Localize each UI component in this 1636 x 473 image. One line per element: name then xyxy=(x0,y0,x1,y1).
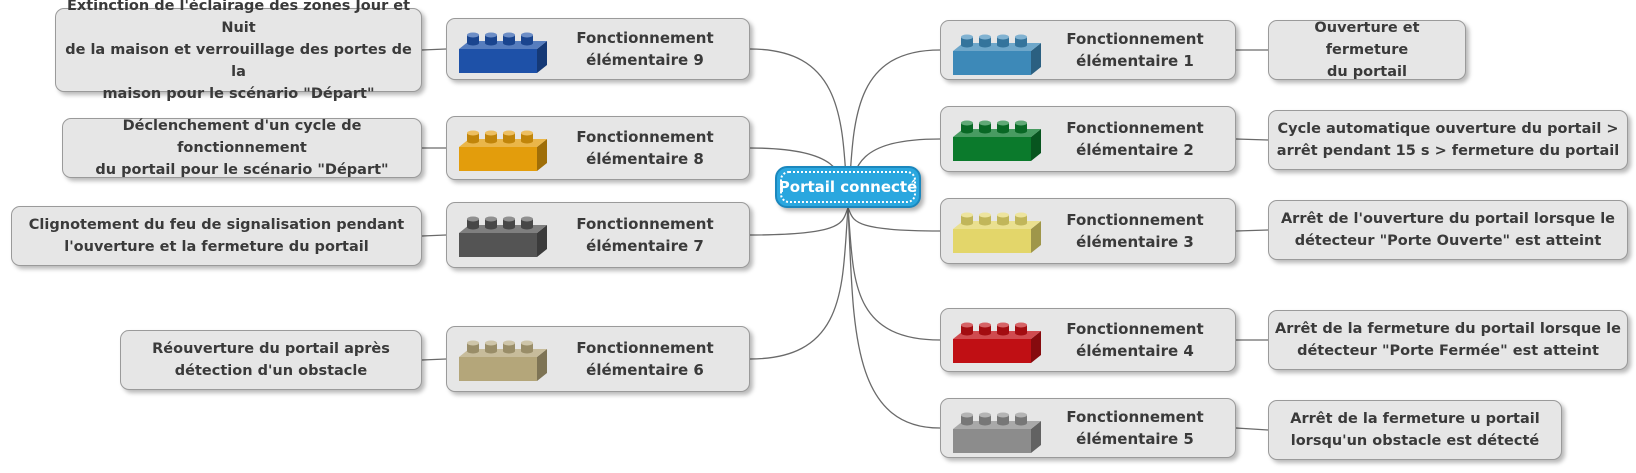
function-node-2[interactable]: Fonctionnement élémentaire 2 xyxy=(940,106,1236,172)
description-node-8[interactable]: Déclenchement d'un cycle de fonctionneme… xyxy=(62,118,422,178)
central-topic-node[interactable]: Portail connecté xyxy=(775,166,921,208)
connector xyxy=(749,207,849,236)
connector xyxy=(421,48,447,51)
lego-brick-icon xyxy=(953,34,1041,75)
connector xyxy=(749,207,849,360)
lego-brick-icon xyxy=(953,120,1041,161)
function-node-9[interactable]: Fonctionnement élémentaire 9 xyxy=(446,18,750,80)
connector xyxy=(847,207,941,429)
connector xyxy=(421,358,447,361)
function-label: Fonctionnement élémentaire 8 xyxy=(576,128,714,168)
connector xyxy=(421,234,447,237)
description-node-3[interactable]: Arrêt de l'ouverture du portail lorsque … xyxy=(1268,200,1628,260)
description-node-6[interactable]: Réouverture du portail après détection d… xyxy=(120,330,422,390)
function-label: Fonctionnement élémentaire 3 xyxy=(1066,211,1204,251)
description-node-4[interactable]: Arrêt de la fermeture du portail lorsque… xyxy=(1268,310,1628,370)
function-label: Fonctionnement élémentaire 6 xyxy=(576,339,714,379)
function-node-7[interactable]: Fonctionnement élémentaire 7 xyxy=(446,202,750,268)
function-node-8[interactable]: Fonctionnement élémentaire 8 xyxy=(446,116,750,180)
description-node-7[interactable]: Clignotement du feu de signalisation pen… xyxy=(11,206,422,266)
lego-brick-icon xyxy=(459,32,547,73)
lego-brick-icon xyxy=(953,322,1041,363)
description-node-5[interactable]: Arrêt de la fermeture u portail lorsqu'u… xyxy=(1268,400,1562,460)
description-node-2[interactable]: Cycle automatique ouverture du portail >… xyxy=(1268,110,1628,170)
function-label: Fonctionnement élémentaire 2 xyxy=(1066,119,1204,159)
function-label: Fonctionnement élémentaire 4 xyxy=(1066,320,1204,360)
function-node-5[interactable]: Fonctionnement élémentaire 5 xyxy=(940,398,1236,458)
connector xyxy=(847,207,941,341)
lego-brick-icon xyxy=(459,216,547,257)
function-label: Fonctionnement élémentaire 1 xyxy=(1066,30,1204,70)
connector xyxy=(1235,427,1269,431)
function-label: Fonctionnement élémentaire 9 xyxy=(576,29,714,69)
lego-brick-icon xyxy=(459,130,547,171)
connector xyxy=(847,207,941,232)
function-node-1[interactable]: Fonctionnement élémentaire 1 xyxy=(940,20,1236,80)
function-label: Fonctionnement élémentaire 7 xyxy=(576,215,714,255)
lego-brick-icon xyxy=(459,340,547,381)
function-label: Fonctionnement élémentaire 5 xyxy=(1066,408,1204,448)
central-topic-label: Portail connecté xyxy=(778,178,918,196)
function-node-4[interactable]: Fonctionnement élémentaire 4 xyxy=(940,308,1236,372)
lego-brick-icon xyxy=(953,412,1041,453)
description-node-1[interactable]: Ouverture et fermeture du portail xyxy=(1268,20,1466,80)
lego-brick-icon xyxy=(953,212,1041,253)
function-node-6[interactable]: Fonctionnement élémentaire 6 xyxy=(446,326,750,392)
connector xyxy=(1235,138,1269,141)
description-node-9[interactable]: Extinction de l'éclairage des zones Jour… xyxy=(55,0,422,102)
connector xyxy=(1235,229,1269,232)
function-node-3[interactable]: Fonctionnement élémentaire 3 xyxy=(940,198,1236,264)
